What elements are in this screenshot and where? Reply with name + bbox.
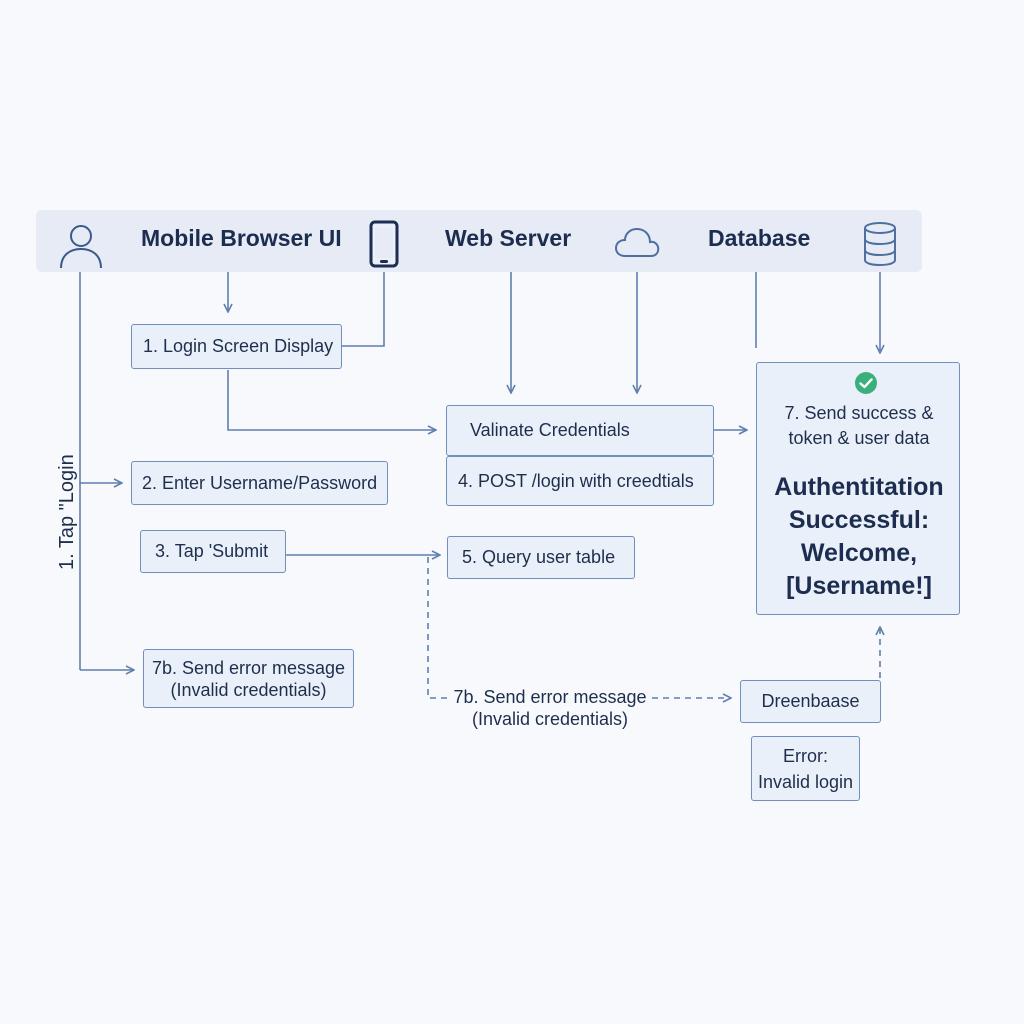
step-validate-credentials: Valinate Credentials [446,405,714,456]
step-validate-label: Valinate Credentials [470,420,630,440]
step-enter-credentials: 2. Enter Username/Password [131,461,388,505]
success-step-line2: token & user data [788,428,930,448]
connector-phone-login [342,272,385,347]
database-icon [864,222,896,267]
step-tap-submit-label: 3. Tap 'Submit [155,541,269,561]
lane-title-mobile: Mobile Browser UI [141,225,342,251]
step-query-user-table: 5. Query user table [447,536,635,579]
check-circle-icon [855,372,877,394]
db-box-label: Dreenbaase [761,691,860,711]
step-post-login-label: 4. POST /login with creedtials [458,470,694,491]
success-panel: 7. Send success & token & user data Auth… [756,362,960,615]
arrow-login-to-validate [227,370,436,430]
dashed-error-path [427,557,450,699]
step-query-label: 5. Query user table [462,547,616,567]
db-box: Dreenbaase [740,680,881,723]
step-error-left-line2: (Invalid credentials) [170,679,327,700]
cloud-icon [614,227,660,257]
step-tap-submit: 3. Tap 'Submit [140,530,286,573]
lane-title-database: Database [708,225,811,251]
side-label-tap-login: 1. Tap "Login [56,454,78,570]
step-login-screen: 1. Login Screen Display [131,324,342,369]
user-icon [60,225,102,269]
smartphone-icon [369,220,399,268]
step-post-login: 4. POST /login with creedtials [446,456,714,506]
step-error-mid-line1: 7b. Send error message [453,687,647,707]
step-enter-credentials-label: 2. Enter Username/Password [142,472,378,493]
success-title-line2: Successful: [788,506,930,534]
success-step-text: 7. Send success & token & user data [757,401,961,451]
error-box: Error: Invalid login [751,736,860,801]
step-login-screen-label: 1. Login Screen Display [143,336,334,356]
success-title-line1: Authentitation [774,473,944,501]
success-title-line4: [Username!] [786,572,932,600]
step-error-left-line1: 7b. Send error message [151,657,346,678]
lane-title-server: Web Server [445,225,572,251]
step-error-left: 7b. Send error message (Invalid credenti… [143,649,354,708]
step-error-mid-line2: (Invalid credentials) [471,709,629,729]
step-error-mid: 7b. Send error message (Invalid credenti… [452,686,648,730]
success-step-line1: 7. Send success & [784,403,934,423]
success-title-line3: Welcome, [800,539,918,567]
lanes-header [36,210,922,272]
error-box-line1: Error: [783,745,828,766]
error-box-line2: Invalid login [757,771,854,792]
success-title: Authentitation Successful: Welcome, [Use… [757,471,961,603]
